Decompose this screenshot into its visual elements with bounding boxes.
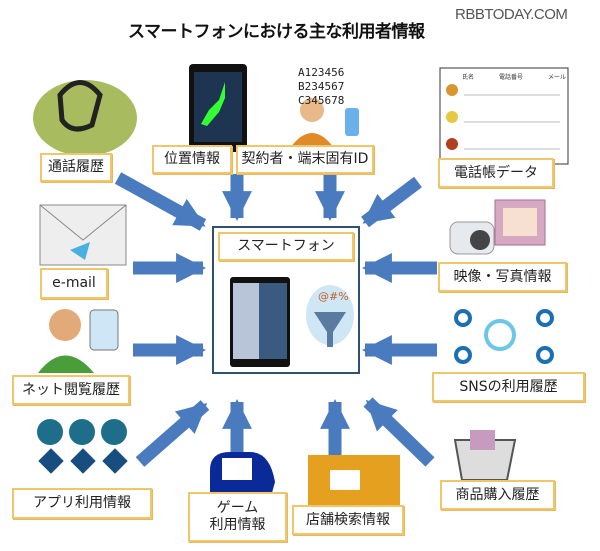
svg-text:@#%: @#%	[318, 290, 349, 303]
arrow-apps	[135, 400, 210, 467]
id-sample-list: A123456 B234567 C345678	[298, 66, 344, 108]
arrow-phonebook	[361, 176, 422, 228]
label-game-line1: ゲーム	[216, 500, 259, 516]
label-shopping: 商品購入履歴	[440, 480, 555, 510]
phonebook-header: 電話番号	[498, 74, 523, 81]
label-game: ゲーム 利用情報	[188, 492, 287, 542]
phonebook-header: 氏名	[462, 74, 475, 81]
label-photo: 映像・写真情報	[438, 262, 567, 292]
browsing-user-icon	[38, 309, 119, 373]
diagram-title: スマートフォンにおける主な利用者情報	[128, 22, 425, 42]
id-sample: A123456	[298, 66, 345, 79]
label-location: 位置情報	[152, 145, 232, 174]
envelope-icon	[39, 204, 127, 266]
id-sample: C345678	[298, 94, 345, 107]
label-sns: SNSの利用履歴	[432, 372, 585, 402]
phonebook-headers: 氏名 電話番号 メール	[462, 72, 566, 81]
camera-photo-icon	[449, 199, 546, 255]
social-network-icon	[454, 309, 554, 364]
label-apps: アプリ利用情報	[12, 488, 152, 519]
telephone-icon	[33, 80, 137, 156]
label-contract-id: 契約者・端末固有ID	[236, 145, 374, 174]
store-icon	[308, 455, 400, 505]
center-label: スマートフォン	[218, 232, 354, 261]
label-phonebook: 電話帳データ	[438, 158, 554, 188]
data-funnel-icon: @#%	[306, 285, 354, 347]
label-game-line2: 利用情報	[209, 517, 266, 533]
watermark: RBBTODAY.COM	[455, 6, 568, 23]
smartphone-icon	[230, 277, 290, 367]
id-sample: B234567	[298, 80, 345, 93]
game-controller-icon	[210, 452, 275, 500]
arrow-shopping	[363, 397, 435, 467]
phonebook-icon	[439, 67, 569, 165]
map-phone-icon	[189, 64, 247, 152]
arrow-call-history	[114, 172, 207, 231]
phonebook-header: メール	[547, 74, 566, 81]
label-call-history: 通話履歴	[40, 153, 112, 182]
user-id-icon	[290, 98, 359, 148]
label-browsing: ネット閲覧履歴	[12, 375, 130, 405]
apps-icon	[37, 419, 128, 474]
label-store: 店舗検索情報	[292, 505, 404, 535]
label-email: e-mail	[40, 268, 108, 299]
